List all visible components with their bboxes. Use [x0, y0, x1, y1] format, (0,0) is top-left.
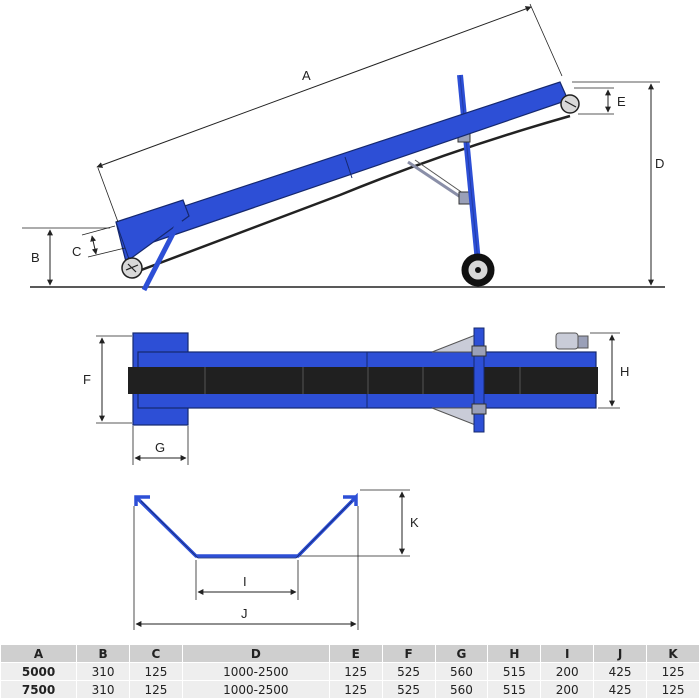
return-belt	[127, 114, 571, 277]
table-cell: 560	[434, 680, 489, 699]
dimension-g-label: G	[155, 440, 165, 455]
dimensions-table: A B C D E F G H I J K 5000 310 125 1000-…	[0, 644, 700, 699]
column-header-k: K	[646, 644, 700, 663]
table-cell: 425	[593, 680, 648, 699]
table-cell: 125	[128, 662, 183, 681]
column-header-j: J	[593, 644, 648, 663]
top-mast	[473, 327, 485, 433]
dimension-f-label: F	[83, 372, 91, 387]
table-cell: 310	[76, 662, 130, 681]
column-header-h: H	[487, 644, 542, 663]
dimension-h-label: H	[620, 364, 629, 379]
table-header-row: A B C D E F G H I J K	[0, 644, 700, 663]
table-cell: 125	[646, 662, 700, 681]
table-cell: 1000-2500	[181, 662, 330, 681]
table-cell: 515	[487, 680, 542, 699]
table-cell: 125	[328, 680, 383, 699]
dimension-c-line	[90, 235, 98, 255]
table-cell: 525	[381, 680, 436, 699]
table-cell: 125	[328, 662, 383, 681]
table-row: 7500 310 125 1000-2500 125 525 560 515 2…	[0, 680, 700, 699]
profile-view: K I J	[133, 489, 419, 630]
table-cell: 125	[128, 680, 183, 699]
dimension-a-label: A	[302, 68, 311, 83]
side-view: A B C D E	[22, 3, 665, 292]
table-cell: 525	[381, 662, 436, 681]
table-cell: 200	[540, 662, 595, 681]
table-cell: 200	[540, 680, 595, 699]
table-cell: 310	[76, 680, 130, 699]
table-row: 5000 310 125 1000-2500 125 525 560 515 2…	[0, 662, 700, 681]
column-header-a: A	[0, 644, 78, 663]
column-header-i: I	[540, 644, 595, 663]
dimension-i-label: I	[243, 574, 247, 589]
conveyor-frame	[117, 81, 569, 251]
top-strut	[431, 333, 479, 353]
column-header-c: C	[128, 644, 183, 663]
column-header-f: F	[381, 644, 436, 663]
top-view: F G H	[83, 327, 629, 465]
table-cell: 125	[646, 680, 700, 699]
dimension-c-label: C	[72, 244, 81, 259]
dimension-e-label: E	[617, 94, 626, 109]
table-cell: 425	[593, 662, 648, 681]
column-header-e: E	[328, 644, 383, 663]
table-cell: 560	[434, 662, 489, 681]
dimension-d-label: D	[655, 156, 664, 171]
dimension-b-label: B	[31, 250, 40, 265]
column-header-g: G	[434, 644, 489, 663]
top-belt	[128, 367, 598, 394]
table-cell: 515	[487, 662, 542, 681]
dimension-j-label: J	[241, 606, 248, 621]
front-leg	[141, 218, 183, 292]
dimension-k-label: K	[410, 515, 419, 530]
motor	[555, 332, 579, 350]
column-header-d: D	[181, 644, 330, 663]
conveyor-technical-drawing: A B C D E	[22, 3, 665, 630]
support-strut	[407, 160, 466, 202]
trough-profile	[134, 492, 358, 558]
dimension-a-line	[96, 6, 532, 168]
table-cell: 5000	[0, 662, 78, 681]
table-cell: 1000-2500	[181, 680, 330, 699]
table-cell: 7500	[0, 680, 78, 699]
column-header-b: B	[76, 644, 130, 663]
